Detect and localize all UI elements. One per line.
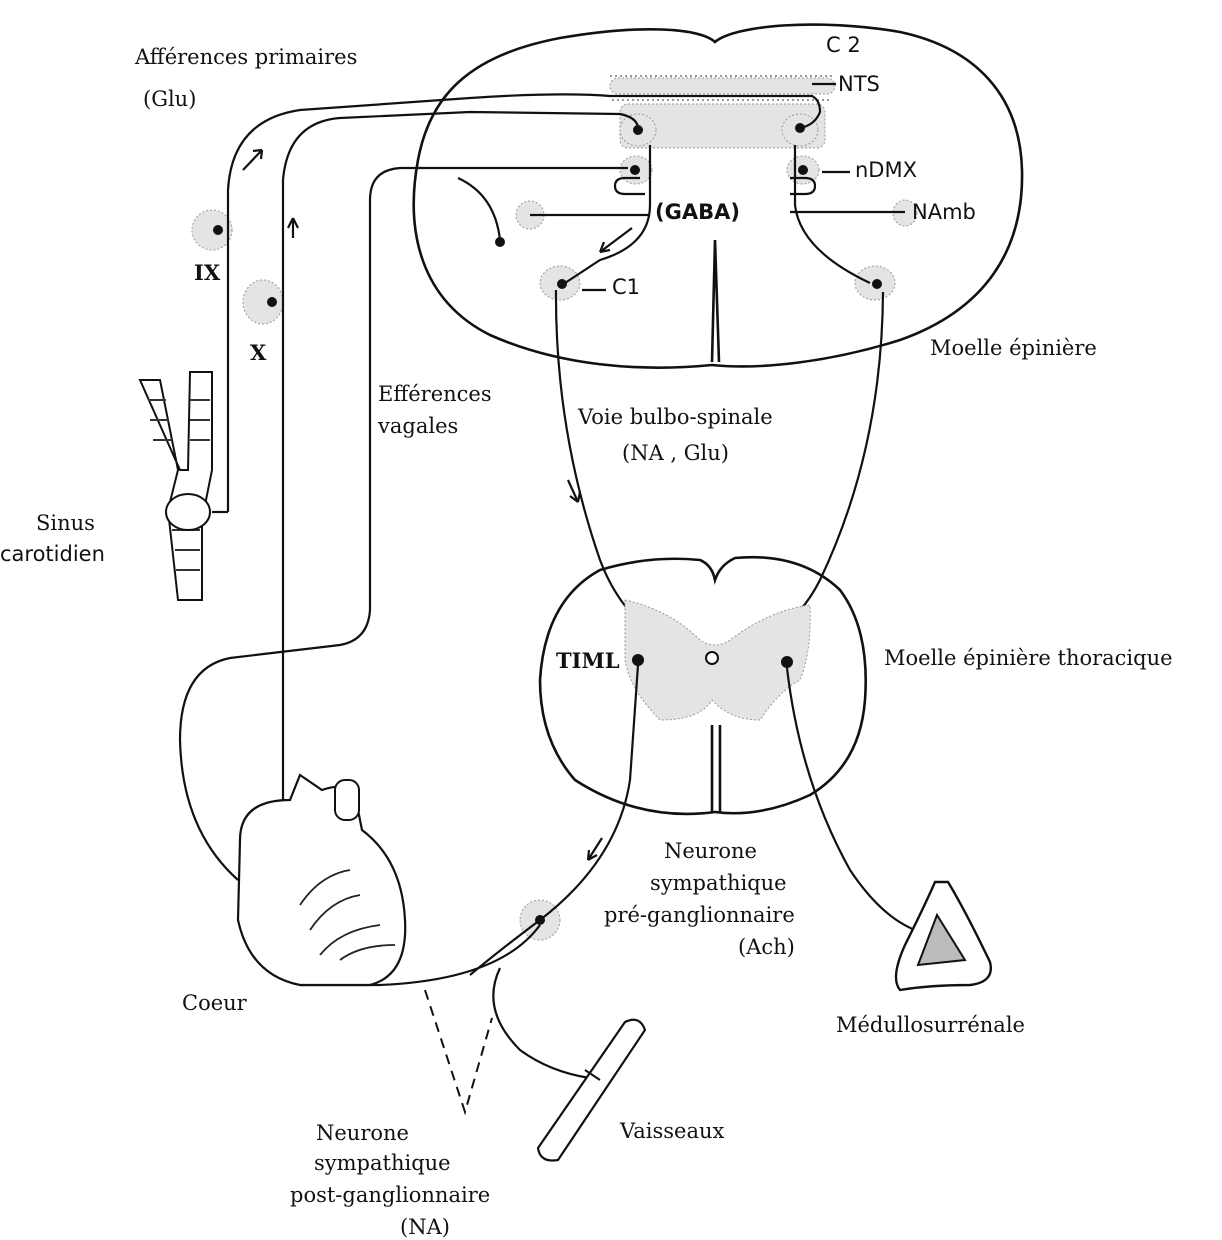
label-afferences: Afférences primaires	[134, 45, 357, 69]
central-canal	[706, 652, 718, 664]
label-sinus-2: carotidien	[0, 542, 105, 566]
carotid-sinus-artery	[140, 372, 228, 600]
label-voie-2: (NA , Glu)	[622, 441, 729, 465]
label-c1: C1	[612, 275, 640, 299]
label-gaba: (GABA)	[655, 200, 740, 224]
label-pre-3: pré-ganglionnaire	[604, 903, 795, 927]
label-glu: (Glu)	[143, 87, 196, 111]
label-vaisseaux: Vaisseaux	[619, 1119, 725, 1143]
heart-illustration	[238, 775, 405, 985]
label-namb: NAmb	[912, 200, 976, 224]
label-x: X	[250, 340, 267, 365]
label-thoracique: Moelle épinière thoracique	[884, 646, 1173, 670]
label-efferences-2: vagales	[377, 414, 458, 438]
afferent-ix-path	[228, 94, 820, 512]
afferent-x-path	[283, 112, 638, 845]
label-post-3: post-ganglionnaire	[290, 1183, 490, 1207]
afferent-x-arrow	[288, 218, 298, 238]
label-nts: NTS	[838, 72, 880, 96]
label-sinus-1: Sinus	[36, 511, 95, 535]
label-medullo: Médullosurrénale	[836, 1013, 1025, 1037]
thoracic-midline	[712, 725, 720, 812]
label-post-1: Neurone	[316, 1121, 409, 1145]
nts-grey-band	[610, 78, 835, 94]
timl-left-soma	[632, 654, 644, 666]
timl-right-soma	[781, 656, 793, 668]
gaba-loop	[458, 178, 500, 240]
label-pre-1: Neurone	[664, 839, 757, 863]
label-post-2: sympathique	[314, 1151, 451, 1175]
bulbospinal-right	[720, 292, 883, 658]
label-voie-1: Voie bulbo-spinale	[577, 405, 773, 429]
label-efferences-1: Efférences	[378, 382, 492, 406]
label-c2: C 2	[826, 33, 861, 57]
label-pre-2: sympathique	[650, 871, 787, 895]
label-pre-4: (Ach)	[738, 935, 795, 959]
afferent-ix-arrow	[243, 150, 262, 170]
postganglionic-vessel	[493, 968, 590, 1078]
gaba-interneuron	[495, 237, 505, 247]
label-timl: TIML	[556, 648, 620, 673]
label-ndmx: nDMX	[855, 158, 917, 182]
adrenal-medulla-illustration	[896, 882, 991, 990]
label-coeur: Coeur	[182, 991, 248, 1015]
medulla-midline	[712, 240, 719, 362]
postganglionic-dashed	[425, 990, 492, 1112]
preganglionic-right	[787, 668, 935, 935]
label-post-4: (NA)	[400, 1215, 450, 1239]
label-ix: IX	[194, 260, 221, 285]
label-moelle: Moelle épinière	[930, 336, 1097, 360]
